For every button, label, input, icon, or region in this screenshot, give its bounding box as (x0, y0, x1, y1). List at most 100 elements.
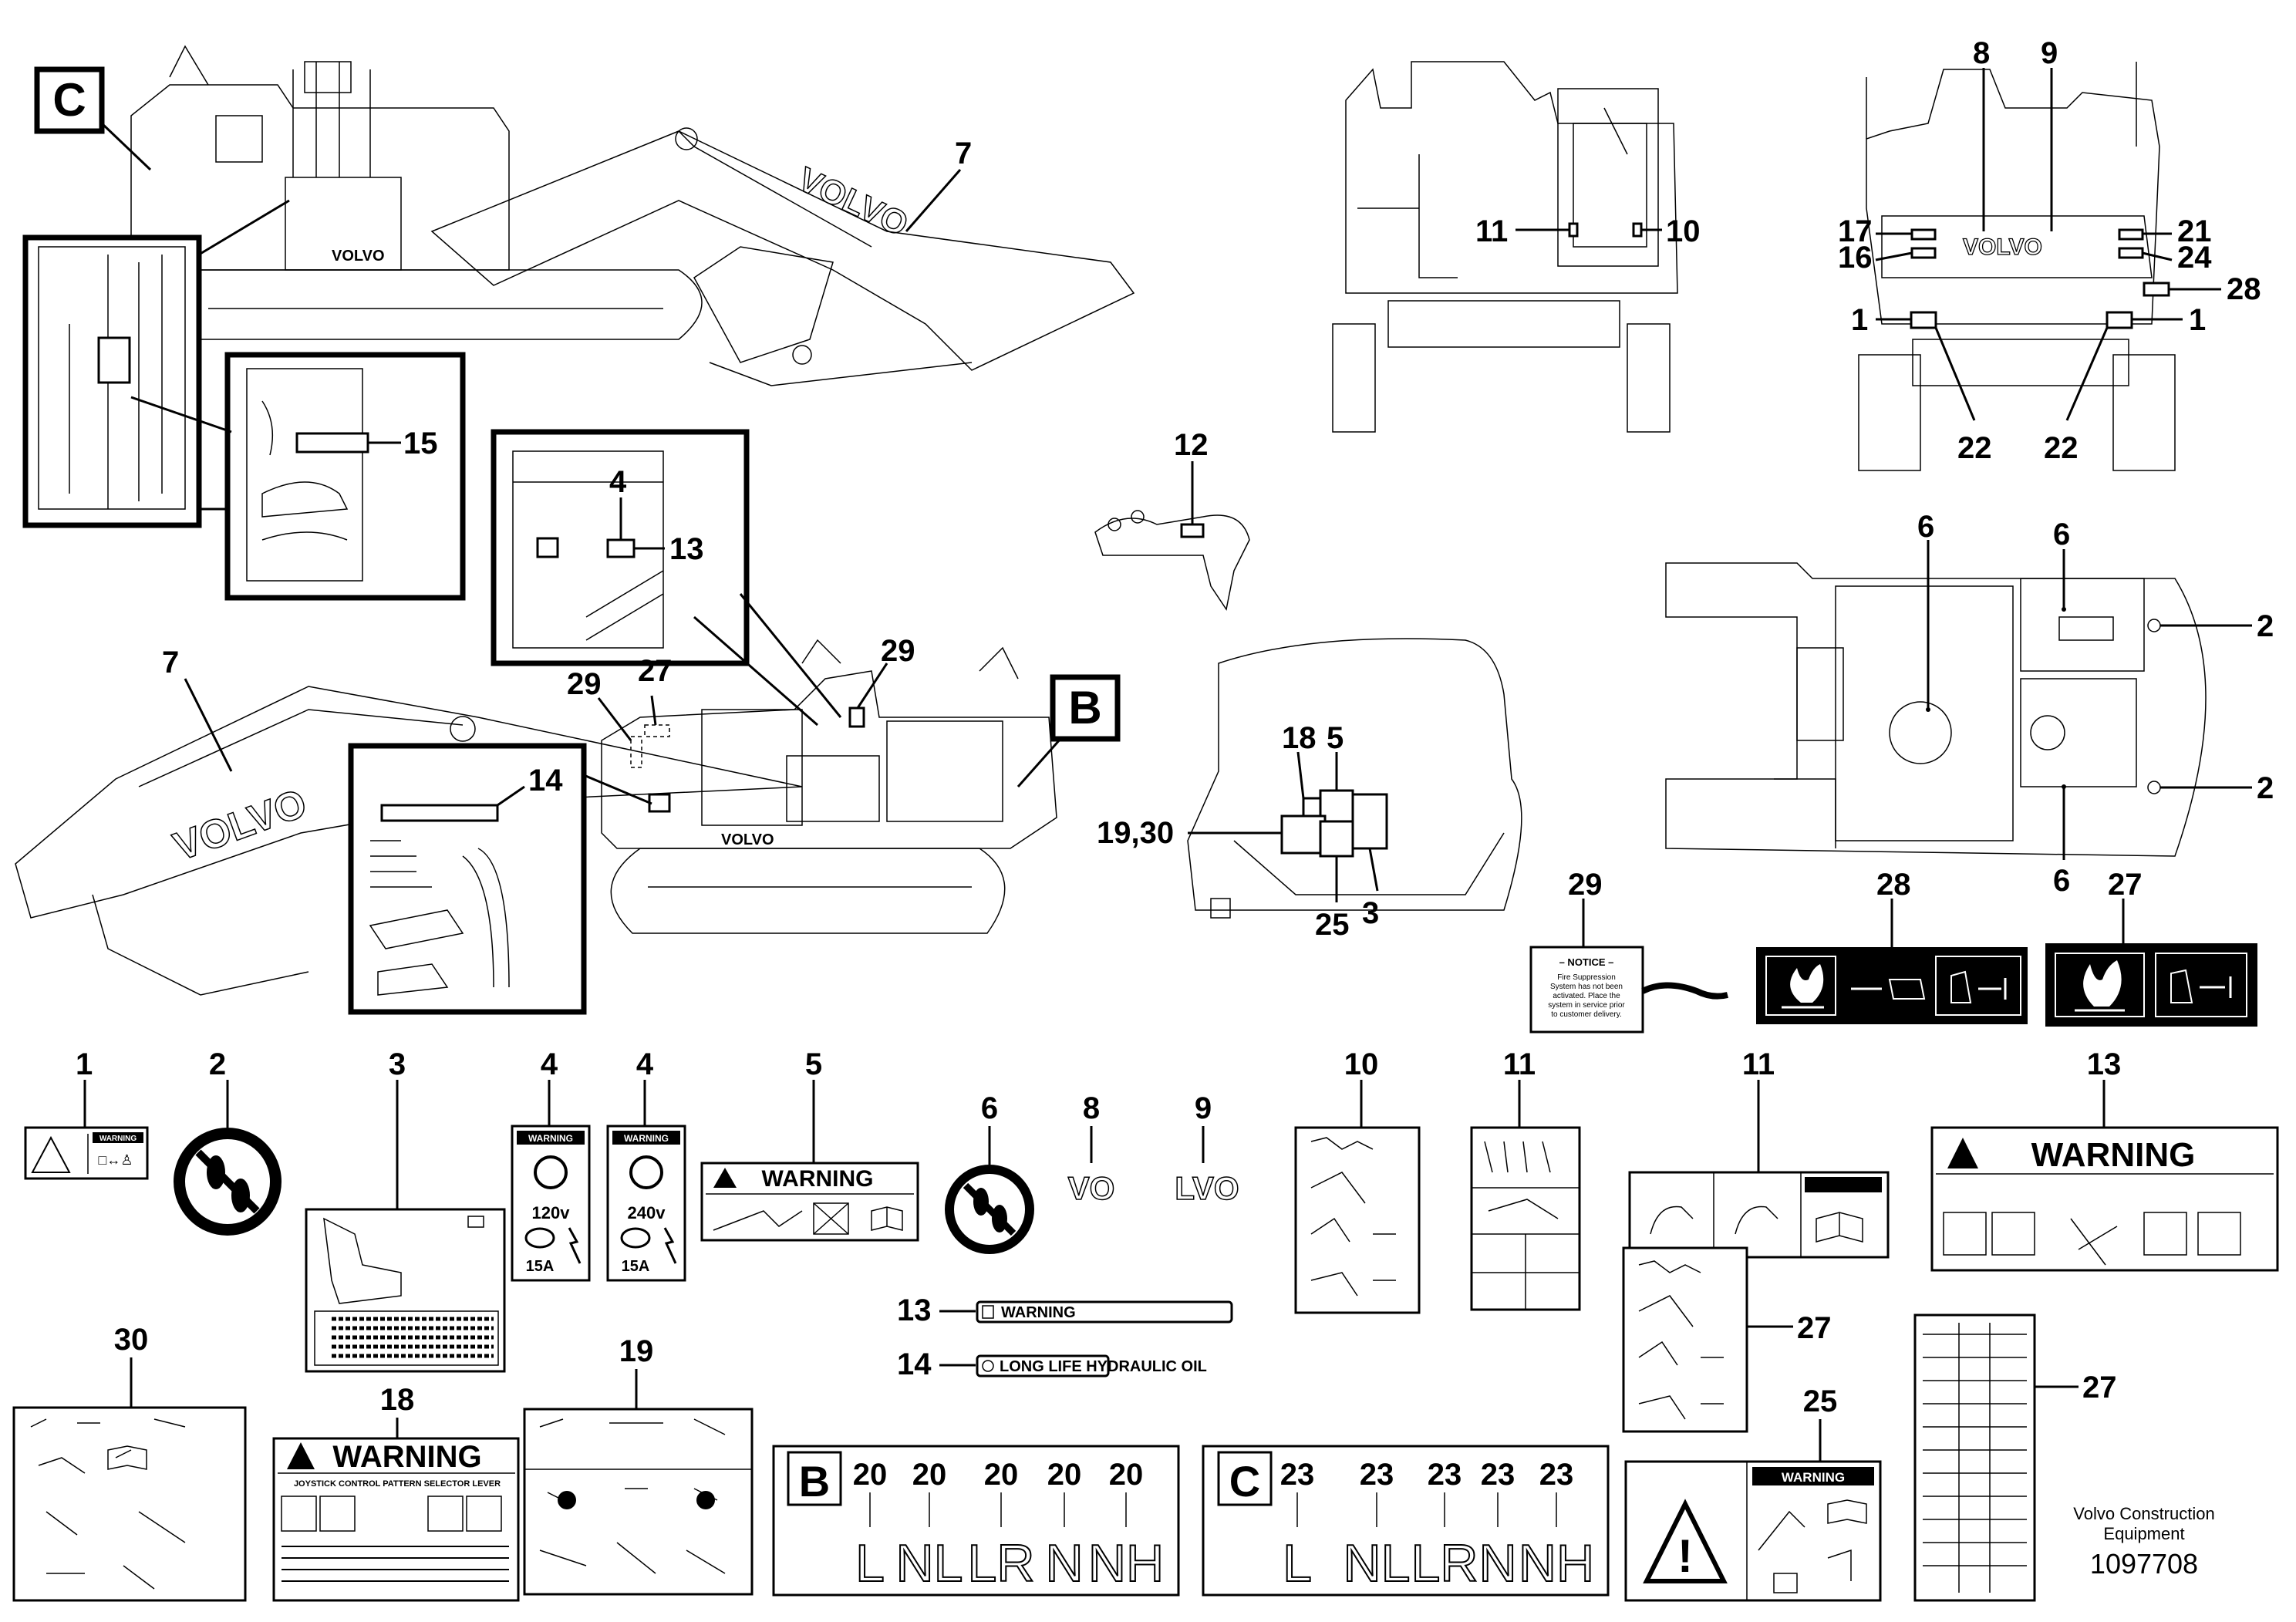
decal-1: 1 WARNING □↔♙ (24, 1047, 149, 1180)
decal-8-vo: VO (1068, 1170, 1115, 1206)
front-volvo-logo: VOLVO (1963, 234, 2042, 260)
callout-6-b: 6 (2053, 518, 2070, 551)
callout-28-decal: 28 (1876, 868, 1911, 902)
decal-18-warning: WARNING (332, 1440, 481, 1474)
callout-8: 8 (1973, 36, 1990, 70)
callout-19-30: 19,30 (1097, 816, 1174, 850)
decal-4-13-inset: 4 13 (491, 429, 842, 727)
callout-9: 9 (2041, 36, 2058, 70)
panel-b-num-5: 20 (1109, 1458, 1144, 1492)
panel-c-letter-4: N (1478, 1534, 1516, 1593)
notice-line-4: system in service prior (1548, 1001, 1625, 1010)
decal-5-number: 5 (805, 1047, 822, 1081)
callout-3: 3 (1362, 896, 1379, 930)
decal-30-number: 30 (114, 1323, 149, 1357)
callout-10: 10 (1666, 214, 1701, 248)
decal-25-warning: WARNING (1782, 1470, 1845, 1485)
decal-1-number: 1 (76, 1047, 93, 1081)
decal-27-sheet: 27 (1913, 1313, 2117, 1602)
decal-26: 27 (1622, 1246, 1832, 1433)
cab-view: 18 5 19,30 25 3 (1097, 638, 1522, 942)
callout-7-top: 7 (955, 137, 972, 170)
footer: Volvo Construction Equipment 1097708 (2073, 1504, 2214, 1580)
callout-6-a: 6 (1917, 510, 1934, 544)
callout-22-right: 22 (2044, 431, 2079, 465)
panel-b-num-1: 20 (853, 1458, 888, 1492)
company-line-2: Equipment (2103, 1524, 2184, 1543)
callout-18: 18 (1282, 721, 1317, 755)
company-line-1: Volvo Construction (2073, 1504, 2214, 1523)
decal-4b-amps: 15A (622, 1258, 650, 1275)
decal-25: 25 ! WARNING (1624, 1384, 1882, 1602)
decal-4-120v: 4 WARNING 120v 15A (511, 1047, 591, 1282)
decal-9: 9 LVO (1175, 1091, 1240, 1207)
decal-9-number: 9 (1195, 1091, 1212, 1125)
callout-27-cab: 27 (638, 654, 673, 688)
panel-b-label: B (799, 1457, 830, 1506)
callout-22-left: 22 (1957, 431, 1992, 465)
decal-8: 8 VO (1067, 1091, 1115, 1207)
decal-28-fire: 28 (1756, 868, 2028, 1024)
callout-29-notice: 29 (1568, 868, 1603, 902)
decal-5: 5 WARNING (700, 1047, 919, 1242)
decal-2: 2 (174, 1047, 282, 1236)
decal-3-number: 3 (389, 1047, 406, 1081)
panel-b-decals: B 20 20 20 20 20 L NL LR N NH (772, 1445, 1180, 1597)
callout-2-a: 2 (2257, 609, 2274, 643)
decal-8-number: 8 (1083, 1091, 1100, 1125)
callout-14: 14 (528, 764, 563, 798)
decal-26-number: 27 (1797, 1311, 1832, 1345)
panel-c-num-4: 23 (1481, 1458, 1515, 1492)
excavator-side-view-top: VOLVO VOLVO (130, 45, 1135, 386)
decal-30: 30 (12, 1323, 247, 1602)
notice-line-2: System has not been (1550, 983, 1623, 991)
counterweight-volvo-logo: VOLVO (332, 248, 385, 265)
panel-b-letter-1: L (855, 1534, 885, 1593)
callout-27-decal: 27 (2108, 868, 2143, 902)
callout-17: 17 (1838, 214, 1873, 248)
callout-28: 28 (2227, 272, 2261, 306)
decal-13-number: 13 (2087, 1047, 2122, 1081)
panel-c-label: C (1229, 1457, 1260, 1506)
callout-25: 25 (1315, 908, 1350, 942)
decal-13: 13 WARNING (1930, 1047, 2279, 1272)
decal-4a-warning: WARNING (528, 1133, 573, 1144)
callout-1-left: 1 (1851, 303, 1868, 337)
decal-14-text: WARNING (1001, 1304, 1076, 1321)
boom-volvo-logo: VOLVO (792, 160, 913, 244)
panel-c-letter-2: NL (1344, 1534, 1411, 1593)
callout-7-bottom: 7 (162, 646, 179, 679)
decal-18: 18 WARNING JOYSTICK CONTROL PATTERN SELE… (272, 1383, 520, 1602)
decal-14-inset: 14 (348, 743, 652, 1015)
decal-6-number: 6 (981, 1091, 998, 1125)
decal-27-number: 27 (2082, 1371, 2117, 1404)
notice-line-5: to customer delivery. (1551, 1010, 1622, 1019)
decal-19: 19 (523, 1334, 754, 1596)
decal-4-240v: 4 WARNING 240v 15A (606, 1047, 686, 1282)
decal-12: 11 (1628, 1047, 1890, 1259)
panel-b-num-3: 20 (984, 1458, 1019, 1492)
notice-title: – NOTICE – (1559, 956, 1614, 968)
callout-4: 4 (609, 465, 627, 499)
panel-c-num-5: 23 (1539, 1458, 1574, 1492)
callout-15: 15 (403, 427, 438, 460)
decal-11-number: 11 (1503, 1047, 1536, 1081)
lower-counterweight-volvo: VOLVO (721, 831, 774, 848)
callout-6-c: 6 (2053, 864, 2070, 898)
decal-29-notice: 29 – NOTICE – Fire Suppression System ha… (1529, 868, 1728, 1034)
decal-12-number: 11 (1742, 1047, 1775, 1081)
panel-c-letter-3: LR (1411, 1534, 1478, 1593)
callout-11: 11 (1475, 214, 1508, 248)
excavator-rear-view: 11 10 (1332, 61, 1701, 433)
decal-3: 3 (305, 1047, 506, 1373)
boom-volvo-logo-lower: VOLVO (168, 781, 312, 869)
panel-c-num-2: 23 (1360, 1458, 1394, 1492)
decal-18-number: 18 (380, 1383, 415, 1417)
decal-9-lvo: LVO (1175, 1170, 1239, 1206)
part-12-latch: 12 (1094, 428, 1250, 611)
callout-2-b: 2 (2257, 771, 2274, 805)
panel-b-letter-5: NH (1088, 1534, 1164, 1593)
callout-29-right: 29 (881, 634, 915, 668)
decal-14-number: 13 (897, 1293, 932, 1327)
